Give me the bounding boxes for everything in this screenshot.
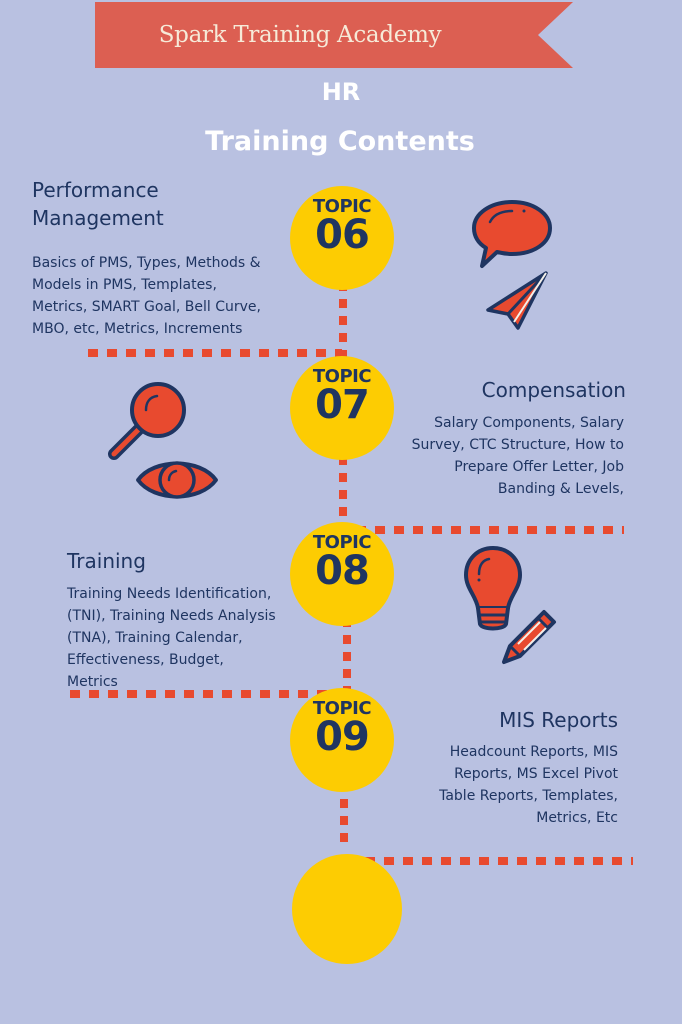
desc-line: Headcount Reports, MIS <box>449 744 618 760</box>
topic-number: 08 <box>315 548 370 594</box>
connector-08-left <box>70 690 328 698</box>
connector-07-08 <box>339 456 347 530</box>
topic-08-badge: TOPIC 08 <box>290 522 394 626</box>
desc-line: Basics of PMS, Types, Methods & <box>32 255 261 271</box>
connector-07-right <box>356 526 624 534</box>
lightbulb-icon <box>464 546 522 631</box>
topic-09-title: MIS Reports <box>499 708 618 732</box>
connector-08-09 <box>343 618 351 694</box>
topic-08-description: Training Needs Identification, (TNI), Tr… <box>67 583 307 693</box>
speech-bubble-icon <box>472 200 552 268</box>
desc-line: Survey, CTC Structure, How to <box>411 437 624 453</box>
pencil-icon <box>502 610 556 664</box>
page-title-hr: HR <box>321 78 361 106</box>
topic-06-title: Performance Management <box>32 176 164 232</box>
desc-line: MBO, etc, Metrics, Increments <box>32 321 243 337</box>
connector-09-right <box>365 857 633 865</box>
desc-line: Table Reports, Templates, <box>439 788 618 804</box>
desc-line: Training Needs Identification, <box>67 586 272 602</box>
page-title-training-contents: Training Contents <box>205 126 475 157</box>
paper-plane-icon <box>486 271 548 330</box>
desc-line: Metrics, Etc <box>536 810 618 826</box>
timeline-end-circle <box>292 854 402 964</box>
desc-line: (TNA), Training Calendar, <box>67 630 243 646</box>
topic-07-description: Salary Components, Salary Survey, CTC St… <box>356 412 624 500</box>
desc-line: (TNI), Training Needs Analysis <box>67 608 276 624</box>
topic-number: 07 <box>315 382 370 428</box>
desc-line: Salary Components, Salary <box>434 415 624 431</box>
ribbon-shape <box>95 2 573 68</box>
connector-09-end <box>340 782 348 848</box>
desc-line: Banding & Levels, <box>497 481 624 497</box>
eye-icon <box>136 461 218 499</box>
desc-line: Metrics, SMART Goal, Bell Curve, <box>32 299 261 315</box>
desc-line: Reports, MS Excel Pivot <box>454 766 618 782</box>
topic-06-description: Basics of PMS, Types, Methods & Models i… <box>32 252 302 340</box>
topic-06-title-line2: Management <box>32 206 164 230</box>
desc-line: Prepare Offer Letter, Job <box>454 459 624 475</box>
desc-line: Effectiveness, Budget, <box>67 652 224 668</box>
title-banner: Spark Training Academy <box>95 2 573 68</box>
topic-09-description: Headcount Reports, MIS Reports, MS Excel… <box>380 741 618 829</box>
topic-06-badge: TOPIC 06 <box>290 186 394 290</box>
topic-number: 09 <box>315 714 370 760</box>
topic-08-title: Training <box>67 549 146 573</box>
desc-line: Models in PMS, Templates, <box>32 277 217 293</box>
academy-name: Spark Training Academy <box>158 22 442 48</box>
topic-label: TOPIC <box>312 366 372 387</box>
topic-label: TOPIC <box>312 196 372 217</box>
topic-label: TOPIC <box>312 532 372 553</box>
topic-number: 06 <box>315 212 370 258</box>
topic-06-title-line1: Performance <box>32 178 159 202</box>
desc-line: Metrics <box>67 674 118 690</box>
topic-07-badge: TOPIC 07 <box>290 356 394 460</box>
connector-06-left <box>88 349 342 357</box>
topic-label: TOPIC <box>312 698 372 719</box>
magnifier-icon <box>108 382 186 460</box>
topic-09-badge: TOPIC 09 <box>290 688 394 792</box>
connector-06-07 <box>339 282 347 358</box>
topic-07-title: Compensation <box>481 378 626 402</box>
